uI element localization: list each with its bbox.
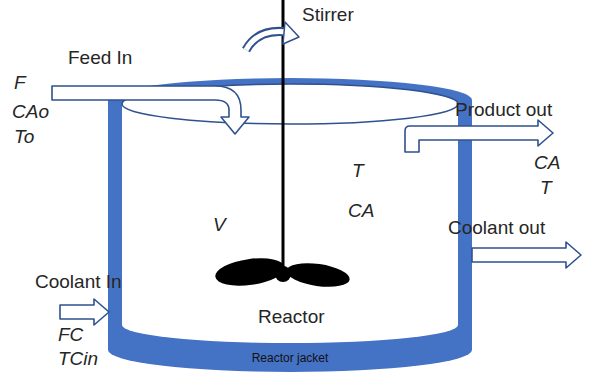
variable-label: T [352, 160, 364, 182]
coolant-in-arrow [60, 299, 109, 325]
impeller [214, 254, 352, 290]
variable-label: T [540, 177, 552, 199]
variable-label: To [14, 126, 34, 148]
reactor-jacket: Reactor jacket V T CA Reactor [106, 76, 474, 376]
variable-label: CAo [12, 101, 49, 123]
reactor-vessel: V T CA Reactor [122, 84, 458, 343]
rotation-arrow-outline [246, 31, 288, 50]
stream-label: Coolant In [35, 271, 122, 293]
variable-label: CA [534, 152, 560, 174]
stream-label: Coolant out [448, 217, 545, 239]
stream-label: Product out [455, 99, 552, 121]
impeller-hub [275, 266, 291, 282]
variable-label: F [14, 72, 26, 94]
reactor-label: Reactor [258, 306, 325, 328]
stirrer-label: Stirrer [302, 4, 354, 26]
impeller-blade [285, 260, 351, 291]
product-outlet-arrow [405, 120, 553, 152]
variable-label: CA [348, 200, 374, 222]
node-outline [122, 84, 458, 343]
variable-label: FC [58, 324, 83, 346]
variable-label: TCin [58, 348, 98, 370]
rotation-arrow [246, 22, 299, 50]
rotation-arrow-head [283, 22, 299, 44]
rotation-arrow-fill [246, 31, 288, 50]
variable-label: V [213, 214, 226, 236]
jacket-label: Reactor jacket [252, 352, 329, 366]
feed-arrow [52, 86, 249, 134]
stream-label: Feed In [68, 47, 132, 69]
coolant-out-arrow [472, 242, 581, 268]
